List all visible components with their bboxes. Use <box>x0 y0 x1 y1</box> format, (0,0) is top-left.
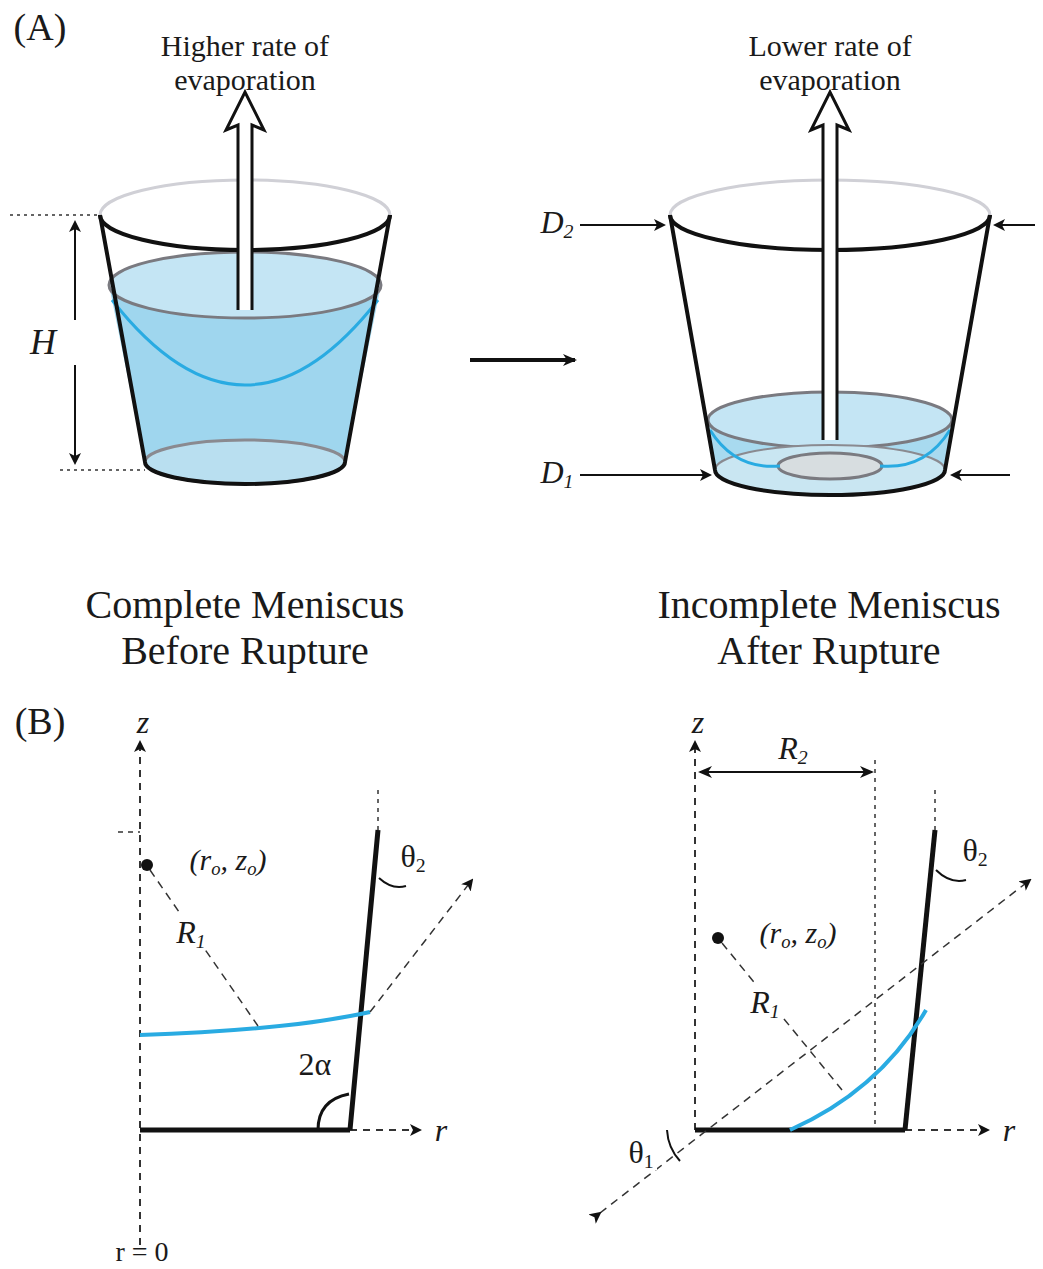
dimension-label: D2 <box>537 204 576 241</box>
axis-label: r <box>432 1112 450 1149</box>
radius-label: R1 <box>173 914 208 951</box>
radius-label: R2 <box>775 730 810 767</box>
panel-label: (B) <box>15 700 66 744</box>
origin-label: r = 0 <box>115 1236 168 1268</box>
cup-complete <box>10 92 390 484</box>
geometry-incomplete <box>600 742 1030 1213</box>
panel-label: (A) <box>14 6 67 50</box>
angle-label: 2α <box>296 1046 335 1083</box>
axis-label: r <box>1000 1112 1018 1149</box>
dimension-label: H <box>27 322 59 363</box>
evaporation-note: Lower rate of evaporation <box>715 29 945 98</box>
cup-incomplete <box>580 92 1035 495</box>
state-caption: Incomplete Meniscus After Rupture <box>619 582 1039 674</box>
radius-label: R1 <box>747 984 782 1021</box>
evaporation-note: Higher rate of evaporation <box>130 29 360 98</box>
transition-arrow <box>470 358 575 362</box>
center-point-label: (ro, zo) <box>190 843 267 878</box>
state-caption: Complete Meniscus Before Rupture <box>55 582 435 674</box>
angle-label: θ1 <box>625 1134 656 1171</box>
dimension-label: D1 <box>537 454 576 491</box>
geometry-complete <box>118 742 472 1245</box>
center-point-label: (ro, zo) <box>760 916 837 951</box>
angle-label: θ2 <box>959 832 990 869</box>
angle-label: θ2 <box>397 838 428 875</box>
axis-label: z <box>689 704 707 741</box>
axis-label: z <box>134 704 152 741</box>
